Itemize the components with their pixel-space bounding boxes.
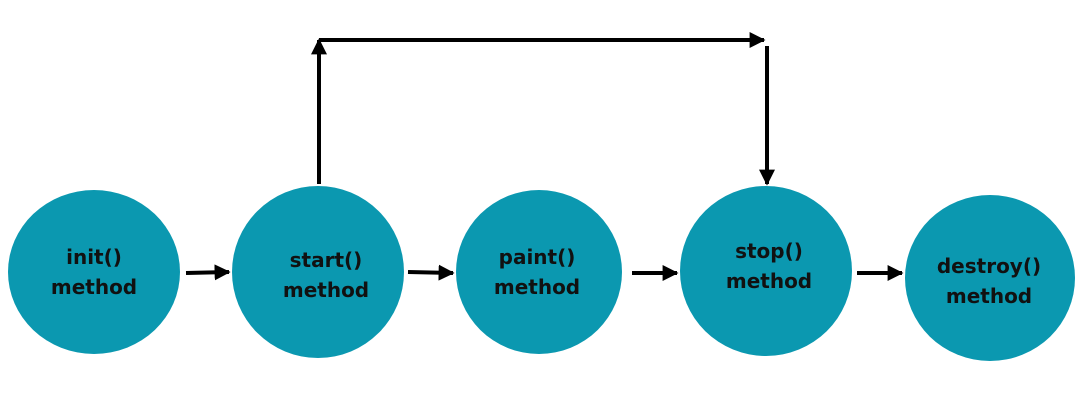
node-destroy-label-line2: method	[945, 284, 1033, 308]
node-start-circle	[232, 186, 404, 358]
node-destroy: destroy() method	[904, 241, 1074, 321]
node-init-label-line2: method	[50, 275, 138, 299]
node-start-label-line1: start()	[289, 248, 363, 272]
node-stop: stop() method	[689, 226, 849, 306]
node-destroy-circle	[905, 195, 1075, 361]
arrow-init-to-start	[185, 264, 231, 281]
node-init-circle	[8, 190, 180, 354]
node-start-label-line2: method	[282, 278, 370, 302]
node-paint-circle	[456, 190, 622, 354]
node-init: init() method	[14, 232, 174, 312]
node-paint-label-line2: method	[493, 275, 581, 299]
node-init-label-line1: init()	[66, 245, 122, 269]
node-stop-label-line1: stop()	[735, 239, 803, 263]
node-stop-label-line2: method	[725, 269, 813, 293]
node-stop-circle	[680, 186, 852, 356]
node-paint-label-line1: paint()	[498, 245, 576, 269]
node-start: start() method	[246, 235, 406, 315]
node-destroy-label-line1: destroy()	[936, 254, 1042, 278]
node-paint: paint() method	[457, 232, 617, 312]
arrow-start-to-paint	[407, 264, 455, 281]
